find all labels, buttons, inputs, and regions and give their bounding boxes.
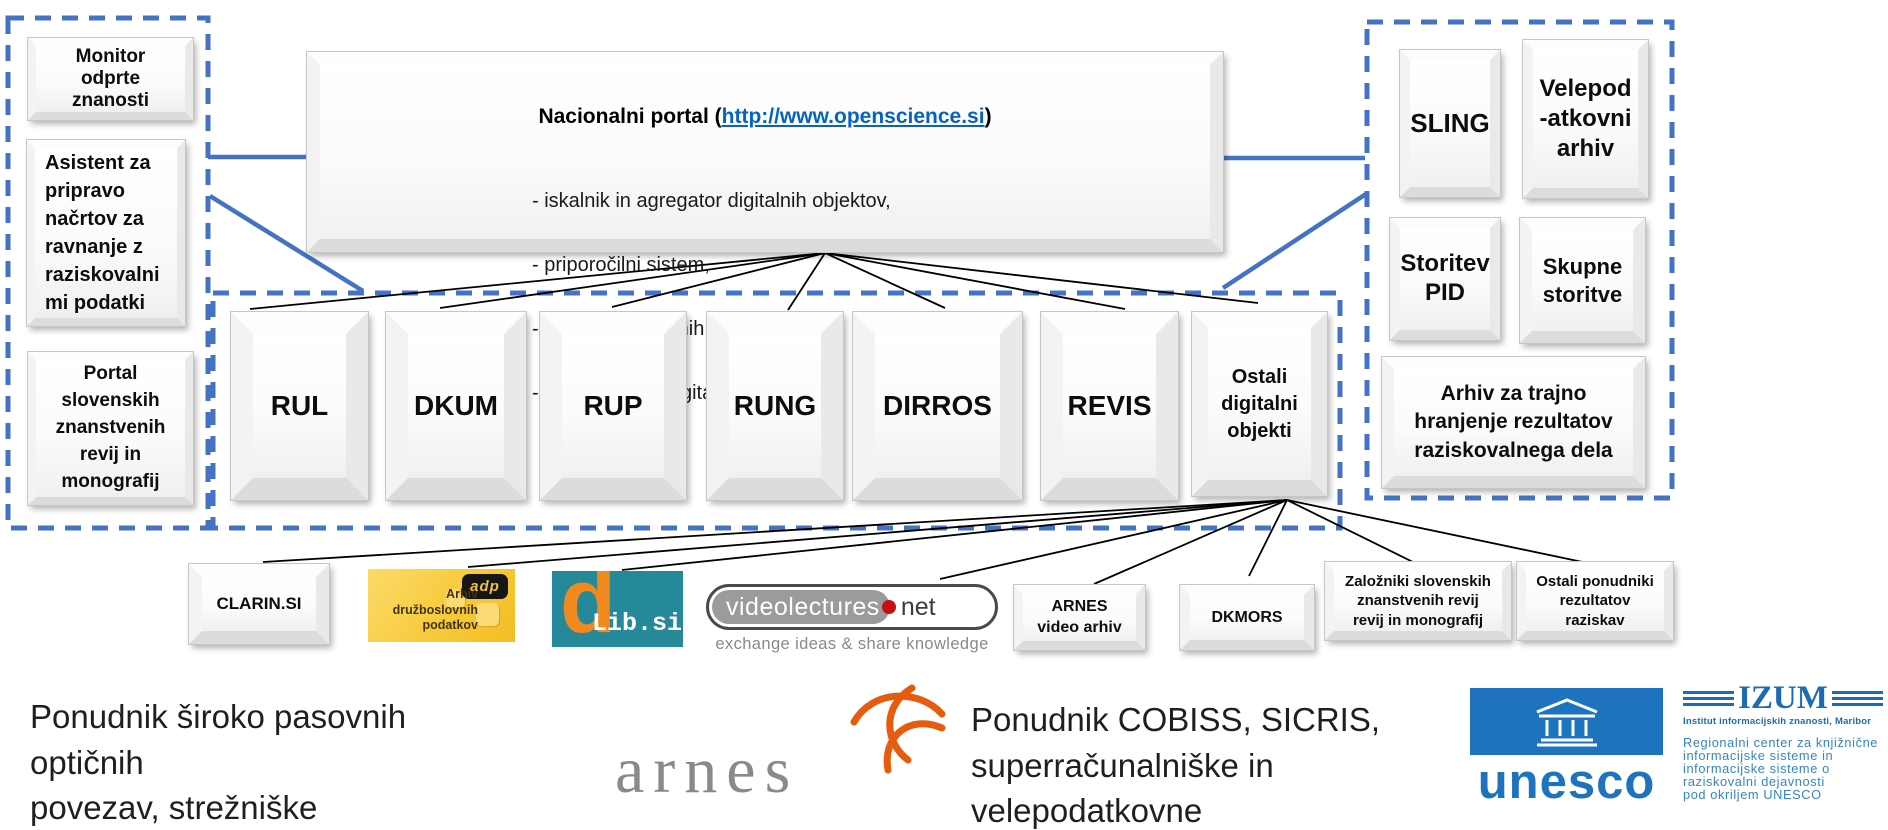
box-clarin-si: CLARIN.SI [188,563,330,645]
portal-title: Nacionalni portal (http://www.openscienc… [538,105,992,128]
box-dkmors: DKMORS [1179,584,1315,651]
box-asistent-nacrti-raziskovalni-podatki: Asistent za pripravo načrtov za ravnanje… [26,139,186,327]
adp-label: Arhiv družboslovnih podatkov [392,587,478,633]
izum-bars-icon [1831,691,1883,707]
adp-square-icon [446,589,465,608]
izum-subtitle: Institut informacijskih znanosti, Maribo… [1683,715,1872,727]
box-ostali-ponudniki: Ostali ponudniki rezultatov raziskav [1516,561,1674,641]
right-group-dashed-border [1364,19,1675,501]
box-repo-rup: RUP [539,311,687,501]
ostali-to-providers-fan [262,499,1593,585]
box-zalozniki-slovenskih-revij: Založniki slovenskih znanstvenih revij r… [1324,561,1512,641]
box-storitev-pid: Storitev PID [1389,217,1501,341]
adp-square-icon [476,603,499,626]
box-repo-rul: RUL [230,311,369,501]
arnes-logo: arnes [615,734,800,807]
left-group-dashed-border [5,15,211,531]
videolectures-logo: videolectures net exchange ideas & share… [706,584,998,654]
videolectures-name: videolectures [712,590,890,624]
box-monitor-odprte-znanosti: Monitor odprte znanosti [27,37,194,121]
openscience-link[interactable]: http://www.openscience.si [721,105,985,128]
videolectures-pill: videolectures net [706,584,998,630]
dlib-logo: d Lib.si [552,571,683,647]
arnes-provider-text: Ponudnik široko pasovnih optičnih poveza… [30,698,407,827]
box-repo-revis: REVIS [1040,311,1179,501]
box-velepodatkovni-arhiv: Velepod -atkovni arhiv [1522,39,1649,199]
adp-badge-icon: adp [462,574,508,599]
izum-wordmark: IZUM [1738,680,1828,716]
box-portal-slovenskih-revij: Portal slovenskih znanstvenih revij in m… [27,351,194,506]
izum-bars-icon [1683,691,1735,707]
izum-wordmark-row: IZUM [1683,680,1883,716]
portal-feature: - priporočilni sistem, [532,254,710,276]
repositories-group-dashed-border [210,290,1343,531]
videolectures-red-dot-icon [881,600,896,614]
box-repo-rung: RUNG [706,311,844,501]
arnes-swirl-icon [850,684,946,774]
left-diagonal-connector [208,194,365,293]
portal-to-repositories-fan [249,252,1259,311]
portal-feature: - iskalnik in agregator digitalnih objek… [532,190,891,212]
izum-provider-text: Ponudnik COBISS, SICRIS, superračunalniš… [971,701,1381,830]
izum-description: Regionalni center za knjižnične informac… [1683,734,1879,802]
adp-logo: adp Arhiv družboslovnih podatkov [368,569,515,642]
box-arnes-video-arhiv: ARNES video arhiv [1013,584,1146,651]
box-skupne-storitve: Skupne storitve [1519,217,1646,344]
videolectures-tagline: exchange ideas & share knowledge [715,635,989,653]
videolectures-tld: net [900,592,936,621]
box-repo-dkum: DKUM [385,311,527,501]
box-nacionalni-portal: Nacionalni portal (http://www.openscienc… [306,51,1224,404]
dlib-d-icon: d [560,571,617,647]
dlib-label: Lib.si [592,609,683,638]
box-repo-ostali-digitalni-objekti: Ostali digitalni objekti [1191,311,1328,497]
right-diagonal-connector [1221,192,1368,290]
box-arhiv-trajno-hranjenje: Arhiv za trajno hranjenje rezultatov raz… [1381,356,1646,489]
box-sling: SLING [1399,49,1501,198]
unesco-temple-icon [1470,688,1663,755]
izum-logo: IZUM Institut informacijskih znanosti, M… [1683,680,1883,802]
box-repo-dirros: DIRROS [852,311,1023,501]
unesco-wordmark: unesco [1477,755,1656,809]
unesco-logo: unesco [1470,688,1663,807]
